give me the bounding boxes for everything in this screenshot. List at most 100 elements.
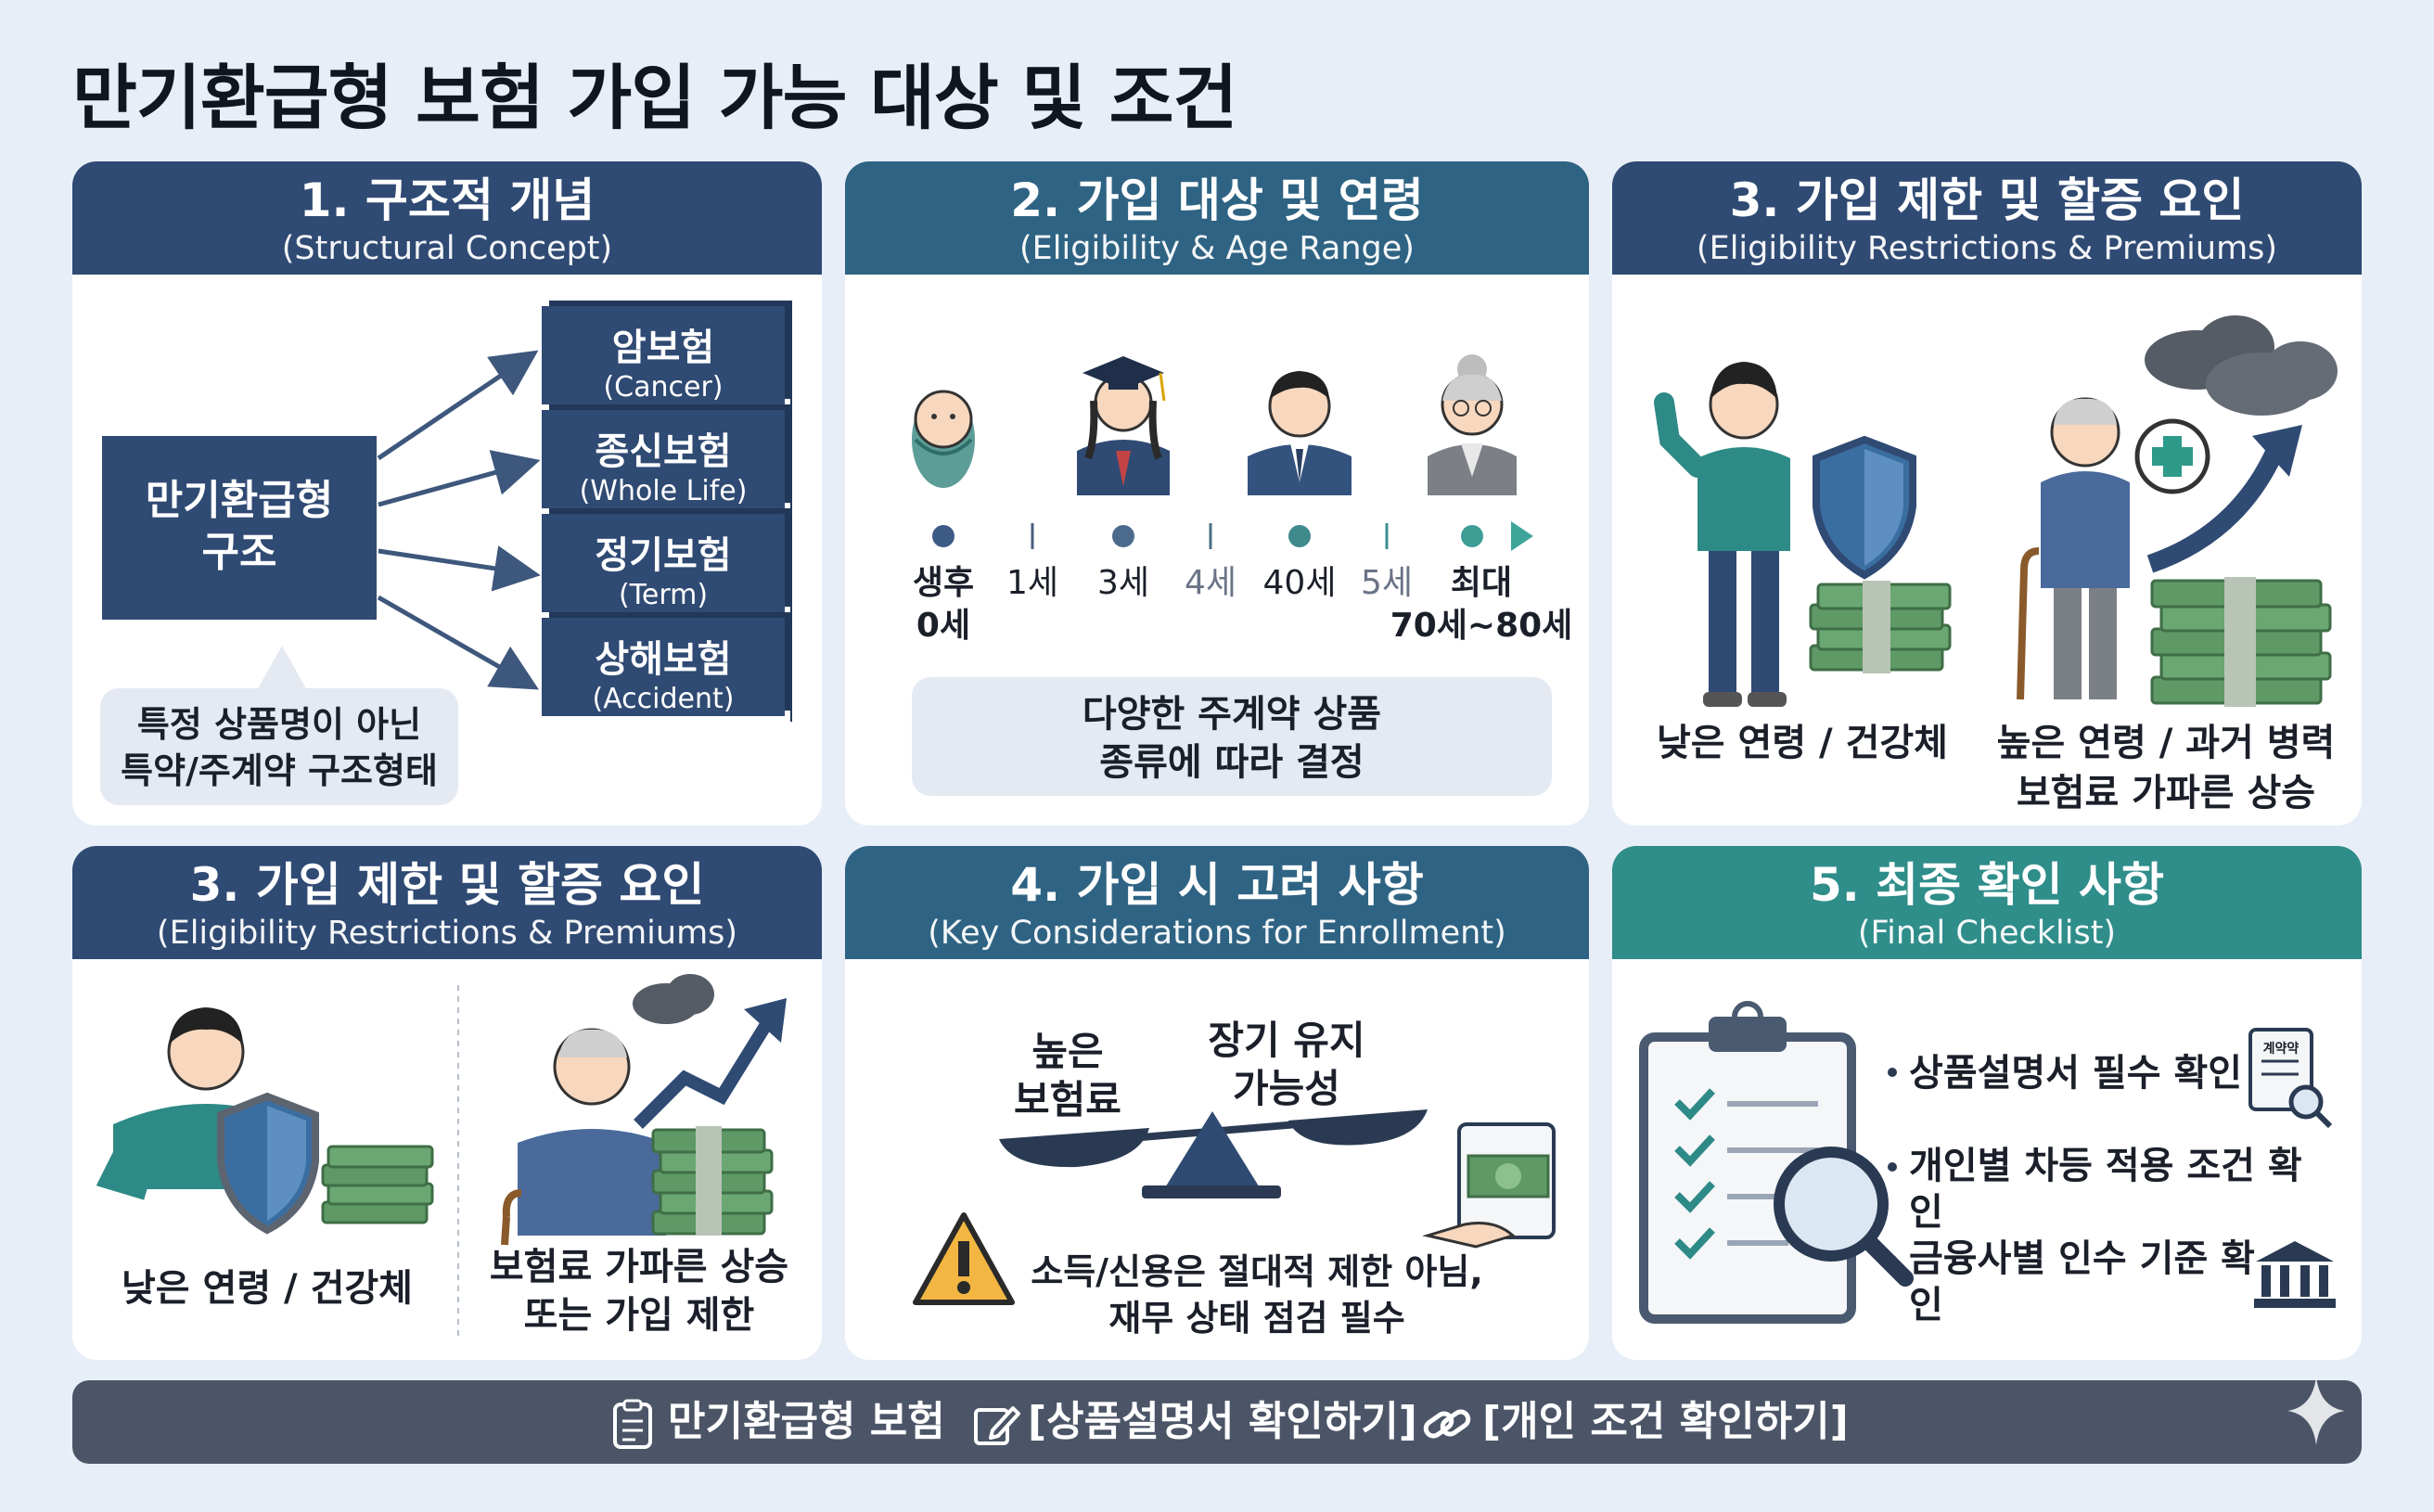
pencil-icon xyxy=(974,1406,1020,1445)
baby-icon xyxy=(912,390,975,488)
warning-line-1: 소득/신용은 절대적 제한 아님, xyxy=(1031,1251,1483,1292)
card-subtitle: (Structural Concept) xyxy=(281,230,613,267)
warning-text: 소득/신용은 절대적 제한 아님, 재무 상태 점검 필수 xyxy=(1006,1249,1507,1341)
card-restrictions-top: 3. 가입 제한 및 할증 요인 (Eligibility Restrictio… xyxy=(1612,161,2362,826)
card-header: 2. 가입 대상 및 연령 (Eligibility & Age Range) xyxy=(845,161,1589,275)
eligibility-note: 다양한 주계약 상품 종류에 따라 결정 xyxy=(912,677,1552,796)
card-title: 3. 가입 제한 및 할증 요인 xyxy=(1729,173,2245,227)
arrow-up-icon xyxy=(2146,425,2302,573)
shield-icon xyxy=(217,1092,319,1235)
tick-label: 40세 xyxy=(1244,562,1355,605)
contract-icon xyxy=(2248,1028,2333,1129)
product-box-whole-life: 종신보험 (Whole Life) xyxy=(542,410,785,508)
low-age-label: 낮은 연령 / 건강체 xyxy=(122,1267,413,1310)
card-final-checklist: 5. 최종 확인 사항 (Final Checklist) xyxy=(1612,846,2362,1360)
tick-label: 최대 70세~80세 xyxy=(1389,562,1574,647)
footer-check-conditions-link[interactable]: [개인 조건 확인하기] xyxy=(1482,1398,1849,1445)
note-line-1: 특정 상품명이 아닌 xyxy=(136,704,422,745)
warning-line-2: 재무 상태 점검 필수 xyxy=(1108,1298,1405,1339)
sparkle-icon xyxy=(2287,1377,2345,1445)
product-name: 암보험 xyxy=(611,327,715,369)
money-stack-icon xyxy=(1809,581,1952,673)
high-age-line-1: 높은 연령 / 과거 병력 xyxy=(1996,722,2336,764)
product-box-accident: 상해보험 (Accident) xyxy=(542,618,785,716)
tick-label: 4세 xyxy=(1164,562,1257,605)
shield-icon xyxy=(1813,435,1916,580)
card-restrictions-bottom: 3. 가입 제한 및 할증 요인 (Eligibility Restrictio… xyxy=(72,846,822,1360)
tick-line-1: 생후 xyxy=(912,564,975,602)
card-structural-concept: 1. 구조적 개념 (Structural Concept) 만기환급형 구조 … xyxy=(72,161,822,826)
product-name: 종신보험 xyxy=(595,430,732,473)
footer-check-brochure-link[interactable]: [상품설명서 확인하기] xyxy=(1028,1398,1417,1445)
card-header: 5. 최종 확인 사항 (Final Checklist) xyxy=(1612,846,2362,959)
age-illustrations xyxy=(912,354,1533,551)
card-title: 1. 구조적 개념 xyxy=(299,173,596,227)
low-age-label: 낮은 연령 / 건강체 xyxy=(1657,722,1948,764)
elderly-person-icon xyxy=(501,1028,666,1246)
money-stack-icon xyxy=(2150,577,2332,707)
high-age-label: 높은 연령 / 과거 병력 보험료 가파른 상승 xyxy=(1983,718,2349,818)
high-premium-line-1: 높은 xyxy=(1031,1029,1104,1074)
tick-line-1: 최대 xyxy=(1450,564,1513,602)
card-header: 1. 구조적 개념 (Structural Concept) xyxy=(72,161,822,275)
premium-rise-label: 보험료 가파른 상승 또는 가입 제한 xyxy=(468,1243,811,1339)
tick-label: 생후 0세 xyxy=(888,562,999,647)
card-title: 2. 가입 대상 및 연령 xyxy=(1010,173,1424,227)
product-en: (Whole Life) xyxy=(579,475,748,507)
card-title: 4. 가입 시 고려 사항 xyxy=(1010,858,1424,912)
tick-label: 3세 xyxy=(1077,562,1170,605)
premium-rise-line-2: 또는 가입 제한 xyxy=(523,1294,755,1337)
center-line-2: 구조 xyxy=(201,529,277,576)
restriction-illustration-bottom xyxy=(96,974,787,1338)
card-subtitle: (Eligibility & Age Range) xyxy=(1019,230,1415,267)
card-header: 3. 가입 제한 및 할증 요인 (Eligibility Restrictio… xyxy=(72,846,822,959)
arrow-up-icon xyxy=(634,998,787,1129)
tick-line-1: 3세 xyxy=(1096,564,1150,602)
tick-line-1: 40세 xyxy=(1262,564,1337,602)
page-title: 만기환급형 보험 가입 가능 대상 및 조건 xyxy=(72,57,1237,139)
link-icon xyxy=(1423,1409,1471,1439)
bank-icon xyxy=(2254,1241,2336,1308)
graduate-icon xyxy=(1077,356,1170,495)
grandma-icon xyxy=(1428,354,1517,495)
restriction-illustration-top xyxy=(1654,315,2338,707)
card-header: 3. 가입 제한 및 할증 요인 (Eligibility Restrictio… xyxy=(1612,161,2362,275)
businessman-icon xyxy=(1248,371,1352,495)
medical-cross-icon xyxy=(2134,418,2210,494)
card-subtitle: (Key Considerations for Enrollment) xyxy=(928,915,1506,952)
tick-line-1: 5세 xyxy=(1360,564,1414,602)
checklist-item: 개인별 차등 적용 조건 확인 xyxy=(1909,1145,2302,1234)
checklist-item: 금융사별 인수 기준 확인 xyxy=(1909,1237,2255,1326)
young-person-icon xyxy=(1654,362,1790,707)
warning-icon xyxy=(913,1212,1015,1305)
long-term-line-2: 가능성 xyxy=(1233,1066,1340,1111)
card-subtitle: (Eligibility Restrictions & Premiums) xyxy=(1696,230,2278,267)
magnifier-icon xyxy=(1774,1147,1914,1287)
long-term-line-1: 장기 유지 xyxy=(1208,1018,1365,1063)
branch-arrows xyxy=(377,306,792,722)
product-name: 상해보험 xyxy=(595,638,732,681)
center-line-1: 만기환급형 xyxy=(145,477,334,524)
premium-rise-line-1: 보험료 가파른 상승 xyxy=(489,1246,789,1288)
product-name: 정기보험 xyxy=(595,534,732,577)
tick-line-1: 1세 xyxy=(1006,564,1059,602)
tick-line-2: 70세~80세 xyxy=(1390,607,1573,645)
product-en: (Cancer) xyxy=(603,371,724,404)
card-title: 5. 최종 확인 사항 xyxy=(1809,858,2164,912)
tick-line-1: 4세 xyxy=(1184,564,1237,602)
document-icon xyxy=(613,1399,652,1449)
product-box-term: 정기보험 (Term) xyxy=(542,514,785,612)
money-stack-icon xyxy=(321,1145,434,1224)
product-box-cancer: 암보험 (Cancer) xyxy=(542,306,785,404)
contract-label: 계약약 xyxy=(2262,1042,2299,1057)
document-money-icon xyxy=(1422,1122,1556,1249)
note-line-2: 특약/주계약 구조형태 xyxy=(121,750,438,791)
footer-bar: 만기환급형 보험 [상품설명서 확인하기] [개인 조건 확인하기] xyxy=(72,1380,2362,1464)
card-header: 4. 가입 시 고려 사항 (Key Considerations for En… xyxy=(845,846,1589,959)
elderly-person-icon xyxy=(2017,397,2130,700)
tick-line-2: 0세 xyxy=(916,607,971,645)
card-eligibility-age: 2. 가입 대상 및 연령 (Eligibility & Age Range) xyxy=(845,161,1589,826)
checklist-illustration xyxy=(1639,1001,2336,1324)
high-age-line-2: 보험료 가파른 상승 xyxy=(2016,772,2316,814)
tick-label: 5세 xyxy=(1340,562,1433,605)
